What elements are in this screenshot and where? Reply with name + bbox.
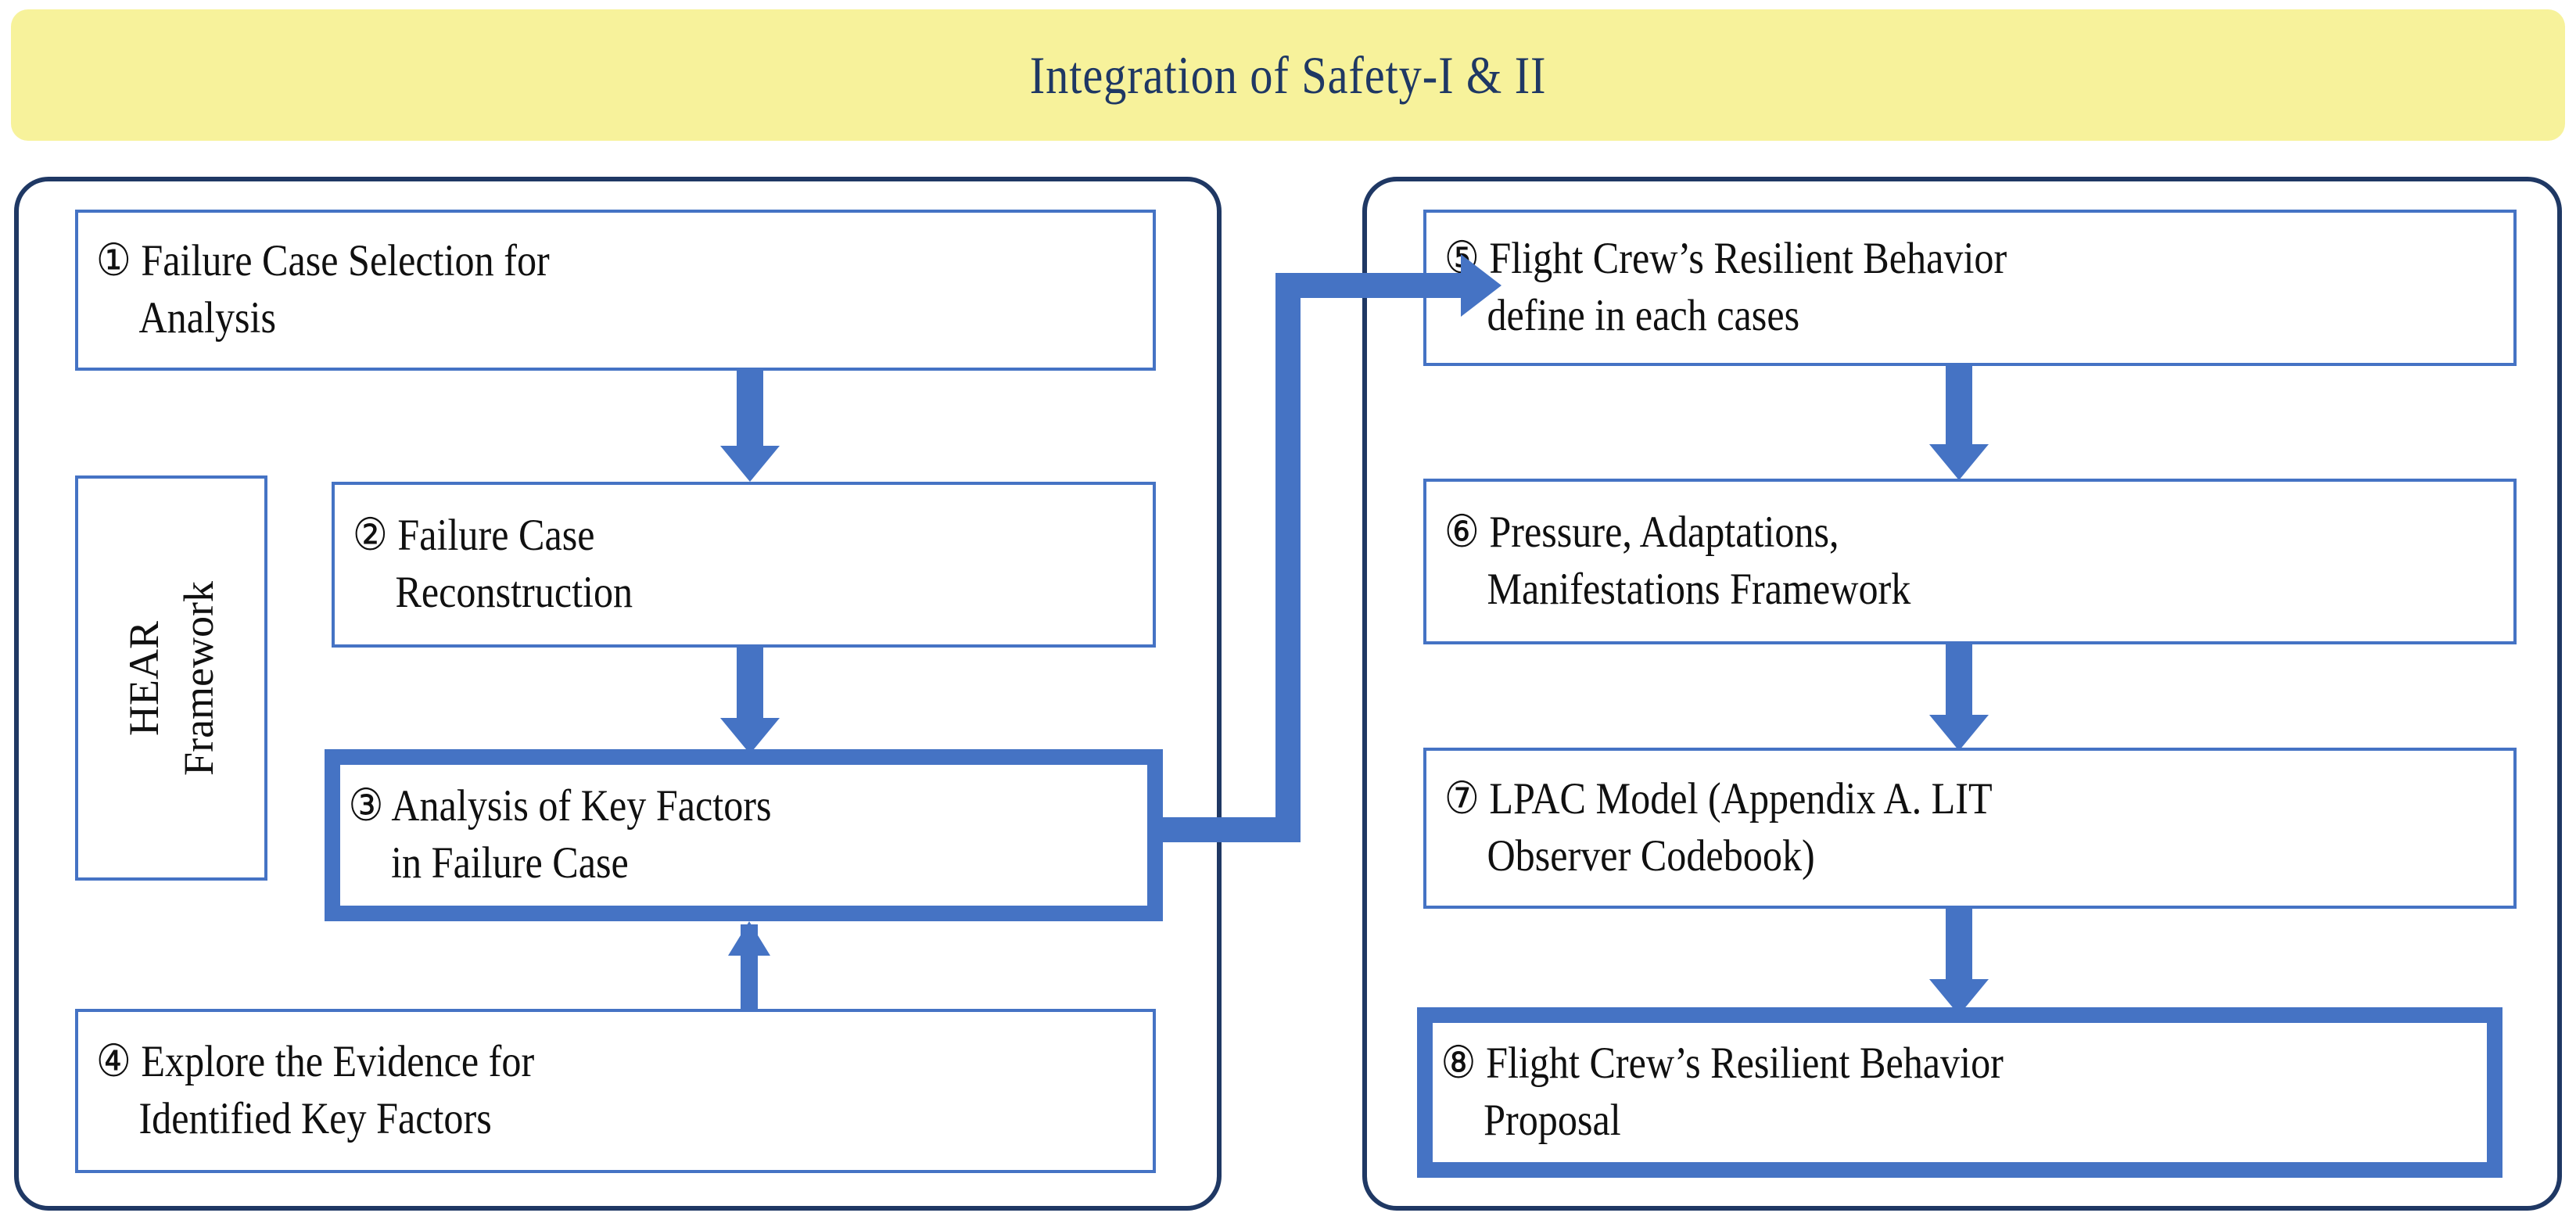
- arrow-3-to-5-segment-vertical: [1275, 273, 1301, 842]
- process-node-3-text: ③ Analysis of Key Factors in Failure Case: [340, 778, 783, 892]
- node-5-line-1: ⑤ Flight Crew’s Resilient Behavior: [1444, 234, 2007, 284]
- arrow-7-to-8-shaft: [1946, 909, 1972, 990]
- node-1-marker: ①: [95, 236, 131, 286]
- arrow-3-to-5-segment-horizontal-upper: [1275, 273, 1471, 298]
- process-node-7[interactable]: ⑦ LPAC Model (Appendix A. LIT Observer Co…: [1423, 748, 2517, 909]
- node-6-marker: ⑥: [1444, 508, 1480, 558]
- process-node-5-text: ⑤ Flight Crew’s Resilient Behavior define…: [1426, 231, 2018, 345]
- node-8-line-1: ⑧ Flight Crew’s Resilient Behavior: [1440, 1039, 2004, 1089]
- arrow-2-to-3-head: [720, 718, 780, 754]
- process-node-3-highlighted[interactable]: ③ Analysis of Key Factors in Failure Case: [325, 749, 1163, 921]
- node-8-line-2: Proposal: [1484, 1096, 1621, 1145]
- node-1-line-1: ① Failure Case Selection for: [95, 236, 550, 286]
- process-node-5[interactable]: ⑤ Flight Crew’s Resilient Behavior define…: [1423, 210, 2517, 366]
- side-label-line-2: Framework: [175, 580, 222, 776]
- node-8-marker: ⑧: [1440, 1039, 1476, 1089]
- arrow-3-to-5-head: [1461, 254, 1501, 317]
- process-node-7-text: ⑦ LPAC Model (Appendix A. LIT Observer Co…: [1426, 771, 2004, 885]
- arrow-5-to-6-shaft: [1946, 366, 1972, 454]
- node-3-line-2: in Failure Case: [391, 838, 629, 888]
- arrow-2-to-3-shaft: [737, 648, 763, 729]
- page-title: Integration of Safety-I & II: [1029, 45, 1547, 105]
- node-2-line-2: Reconstruction: [395, 568, 633, 617]
- node-3-line-1: ③ Analysis of Key Factors: [348, 781, 772, 831]
- node-7-marker: ⑦: [1444, 774, 1480, 824]
- node-3-marker: ③: [348, 781, 384, 831]
- node-2-marker: ②: [352, 511, 388, 561]
- process-node-6-text: ⑥ Pressure, Adaptations, Manifestations F…: [1426, 504, 1921, 619]
- arrow-4-to-3-head: [728, 921, 770, 956]
- process-node-6[interactable]: ⑥ Pressure, Adaptations, Manifestations F…: [1423, 479, 2517, 644]
- arrow-1-to-2-head: [720, 446, 780, 482]
- node-4-line-1: ④ Explore the Evidence for: [95, 1037, 535, 1087]
- node-6-line-1: ⑥ Pressure, Adaptations,: [1444, 508, 1839, 558]
- arrow-1-to-2-shaft: [737, 371, 763, 457]
- node-2-line-1: ② Failure Case: [352, 511, 595, 561]
- arrow-5-to-6-head: [1929, 444, 1989, 480]
- node-7-line-1: ⑦ LPAC Model (Appendix A. LIT: [1444, 774, 1993, 824]
- node-4-line-2: Identified Key Factors: [138, 1094, 492, 1143]
- side-label-hear-framework: HEAR Framework: [75, 475, 267, 881]
- side-label-text: HEAR Framework: [117, 581, 226, 776]
- node-4-marker: ④: [95, 1037, 131, 1087]
- side-label-line-1: HEAR: [120, 620, 167, 736]
- node-1-line-2: Analysis: [138, 293, 276, 343]
- header-banner: Integration of Safety-I & II: [11, 9, 2565, 141]
- node-7-line-2: Observer Codebook): [1487, 831, 1815, 881]
- arrow-6-to-7-head: [1929, 715, 1989, 751]
- node-6-line-2: Manifestations Framework: [1487, 565, 1911, 614]
- arrow-6-to-7-shaft: [1946, 644, 1972, 726]
- node-5-line-2: define in each cases: [1487, 291, 1800, 340]
